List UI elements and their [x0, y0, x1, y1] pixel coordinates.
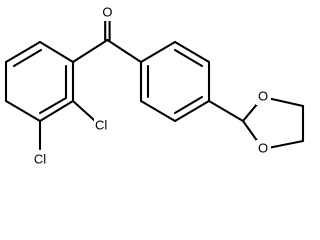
dichlorophenyl-ring [4, 40, 96, 151]
left-ring-bond-1 [38, 40, 75, 64]
carbonyl-oxygen-label: O [102, 4, 112, 19]
chlorine-ortho-label: Cl [95, 117, 107, 132]
left-ring-inner-bond-1 [12, 48, 43, 68]
carbonyl-group [71, 19, 143, 64]
molecule-structure: O Cl Cl O O [4, 4, 305, 168]
right-ring-bond-5 [139, 99, 177, 123]
dioxolane-lower-oxygen-label: O [258, 140, 268, 155]
dioxolane-lower-oxygen-label-bg [256, 140, 271, 157]
right-ring-inner-bond-2 [173, 48, 204, 68]
carbonyl-oxygen-label-bg [100, 4, 115, 21]
left-ring-bond-4 [4, 99, 42, 123]
right-ring-bond-4 [173, 99, 211, 123]
left-ring-inner-bond-2 [38, 96, 68, 115]
chlorine-ortho-label-bg [94, 117, 116, 134]
right-ring-bond-1 [139, 40, 177, 64]
carbonyl-to-right-ring-bond [106, 38, 143, 64]
chlorine-meta-label: Cl [34, 151, 46, 166]
left-ring-bond-5 [38, 99, 75, 123]
atom-labels: O Cl Cl O O [30, 4, 271, 168]
chlorine-ortho-bond [71, 99, 96, 122]
chlorine-meta-label-bg [30, 151, 52, 168]
dioxolane-upper-oxygen-label-bg [256, 88, 271, 105]
left-ring-bond-2 [4, 40, 42, 64]
right-ring-inner-bond-3 [173, 95, 204, 115]
right-ring-bond-2 [173, 40, 211, 64]
dioxolane-upper-oxygen-label: O [258, 88, 268, 103]
carbonyl-to-left-ring-bond [71, 38, 109, 64]
dioxolane-ring [241, 95, 305, 151]
phenyl-ring [139, 40, 245, 123]
ring-to-acetal-bond [207, 99, 245, 123]
